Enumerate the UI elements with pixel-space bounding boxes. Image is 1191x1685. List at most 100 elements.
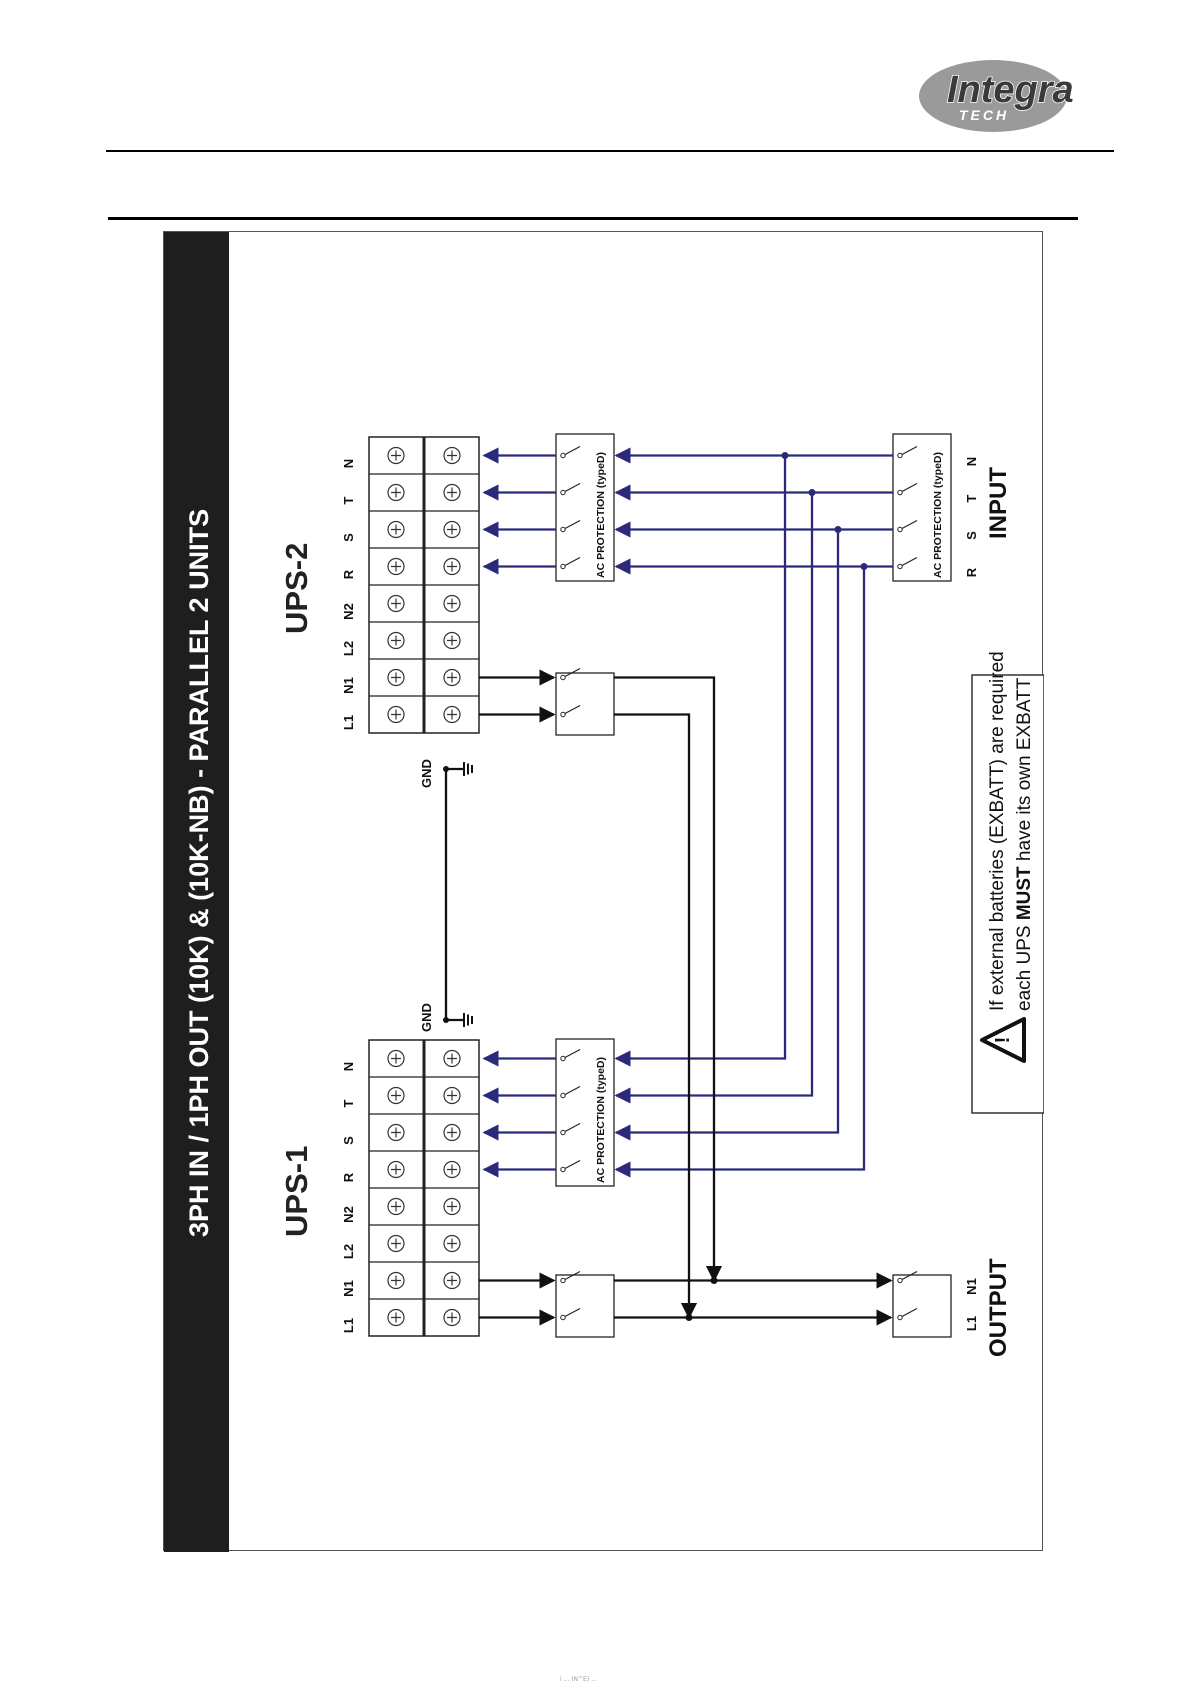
ups2-terminal-label: N1: [341, 677, 356, 694]
ups1-screw-slot: [391, 1201, 401, 1212]
ups2-terminal-label: T: [341, 496, 356, 504]
ups2-screw-slot: [391, 524, 401, 535]
ac-protection-label-ups2: AC PROTECTION (typeD): [595, 452, 607, 578]
ups1-ac-bus-wire: [614, 492, 814, 1104]
ups1-screw-slot: [447, 1090, 457, 1101]
input-phase-label: N: [964, 457, 979, 466]
breakers: [555, 433, 952, 1338]
warning-triangle-icon: [980, 1017, 1026, 1063]
ups2-label: UPS-2: [279, 543, 314, 634]
input-phase-label: S: [964, 531, 979, 540]
title-bar: [164, 232, 229, 1552]
ups2-ac-protection-breaker-contact: [560, 452, 566, 459]
ups1-terminal-label: R: [341, 1172, 356, 1182]
ups2-screw-slot: [447, 635, 457, 646]
ups2-ac-protection-breaker-switch-blade: [564, 556, 581, 567]
ups2-output-breaker-switch-blade: [564, 667, 581, 678]
ups1-terminal-label: T: [341, 1099, 356, 1107]
diagram-title: 3PH IN / 1PH OUT (10K) & (10K-NB) - PARA…: [184, 509, 214, 1237]
ups2-screw-slot: [391, 709, 401, 720]
output-label: OUTPUT: [985, 1258, 1012, 1357]
ups1-screw-slot: [447, 1164, 457, 1175]
ups1-screw-slot: [391, 1090, 401, 1101]
l1-junction: [685, 1314, 693, 1321]
ups1-screw-slot: [391, 1164, 401, 1175]
input-ac-protection-breaker-contact: [897, 452, 903, 459]
ups2-ac-protection-breaker: [555, 433, 615, 582]
ups1-output-breaker-contact: [560, 1314, 566, 1321]
ups1-output-breaker-switch-blade: [564, 1307, 581, 1318]
ups2-screw-slot: [391, 450, 401, 461]
ups1-screw-slot: [391, 1312, 401, 1323]
ups2-output-breaker-contact: [560, 711, 566, 718]
ups2-ac-protection-breaker-contact: [560, 526, 566, 533]
section-rule: [108, 217, 1078, 220]
ups2-output-breaker-switch-blade: [564, 704, 581, 715]
ups2-n1-bus-wire: [614, 676, 723, 1283]
ups2-screw-slot: [447, 487, 457, 498]
wiring-diagram: 3PH IN / 1PH OUT (10K) & (10K-NB) - PARA…: [163, 231, 1045, 1552]
ups2-l1-bus-wire: [614, 713, 698, 1320]
input-phase-label: R: [964, 567, 979, 577]
ups1-terminal-label: L1: [341, 1318, 356, 1333]
ups2-terminal-label: N: [341, 459, 356, 468]
ups2-screw-slot: [447, 598, 457, 609]
input-ac-protection-breaker-contact: [897, 563, 903, 570]
ups2-terminal-label: R: [341, 569, 356, 579]
gnd-label-ups1: GND: [419, 1003, 434, 1032]
footer-mark: i ... (N^E) ...: [560, 1676, 597, 1683]
main-output-breaker-contact: [897, 1314, 903, 1321]
ups1-screw-slot: [391, 1275, 401, 1286]
ups2-screw-slot: [391, 598, 401, 609]
wiring-diagram-svg: 3PH IN / 1PH OUT (10K) & (10K-NB) - PARA…: [164, 232, 1045, 1552]
ups2-ac-protection-breaker-contact: [560, 489, 566, 496]
ups1-terminal-label: N: [341, 1062, 356, 1071]
ups2-ac-protection-breaker-switch-blade: [564, 519, 581, 530]
ups1-screw-slot: [391, 1238, 401, 1249]
ac-protection-label-ups1: AC PROTECTION (typeD): [595, 1057, 607, 1183]
input-phase-label: T: [964, 494, 979, 502]
ups1-ac-protection-breaker-switch-blade: [564, 1122, 581, 1133]
ups1-ac-protection-breaker-contact: [560, 1055, 566, 1062]
ups1-ac-protection-breaker-contact: [560, 1166, 566, 1173]
logo-subtext: TECH: [959, 107, 1009, 123]
input-ac-protection-breaker-contact: [897, 526, 903, 533]
terminal-blocks: [368, 436, 480, 1337]
ups1-screw-slot: [447, 1312, 457, 1323]
ups1-ac-bus-wire: [614, 566, 866, 1178]
ups2-terminal-label: L2: [341, 641, 356, 656]
ups1-ac-protection-breaker-contact: [560, 1129, 566, 1136]
main-output-breaker-contact: [897, 1277, 903, 1284]
input-ac-protection-breaker-switch-blade: [901, 482, 918, 493]
ups1-screw-slot: [391, 1127, 401, 1138]
ups1-ac-protection-breaker-switch-blade: [564, 1159, 581, 1170]
input-ac-protection-breaker-switch-blade: [901, 556, 918, 567]
ups1-screw-slot: [447, 1201, 457, 1212]
ups1-screw-slot: [447, 1127, 457, 1138]
logo-text: Integra: [947, 69, 1074, 111]
ups1-terminal-label: S: [341, 1136, 356, 1145]
wires: [443, 447, 893, 1326]
gnd-label-ups2: GND: [419, 759, 434, 788]
ups1-terminal-label: N1: [341, 1280, 356, 1297]
integra-tech-logo: Integra TECH: [919, 60, 1074, 132]
ups2-ac-protection-breaker-contact: [560, 563, 566, 570]
warning-exclamation-icon: !: [992, 1037, 1014, 1044]
ups1-ac-protection-breaker: [555, 1038, 615, 1187]
ups1-output-breaker: [555, 1274, 615, 1338]
ups1-screw-slot: [447, 1275, 457, 1286]
output-phase-label: L1: [964, 1316, 979, 1331]
ups1-ac-protection-breaker-contact: [560, 1092, 566, 1099]
warning-line1: If external batteries (EXBATT) are requi…: [987, 651, 1008, 1011]
ups2-output-breaker-contact: [560, 674, 566, 681]
ups2-ac-protection-breaker-switch-blade: [564, 445, 581, 456]
ups2-output-breaker: [555, 672, 615, 736]
ups1-screw-slot: [447, 1238, 457, 1249]
ups2-ac-protection-breaker-switch-blade: [564, 482, 581, 493]
ups2-screw-slot: [391, 561, 401, 572]
input-ac-protection-breaker-switch-blade: [901, 445, 918, 456]
ups2-screw-slot: [447, 561, 457, 572]
ups2-screw-slot: [391, 635, 401, 646]
header-rule: [106, 150, 1114, 152]
